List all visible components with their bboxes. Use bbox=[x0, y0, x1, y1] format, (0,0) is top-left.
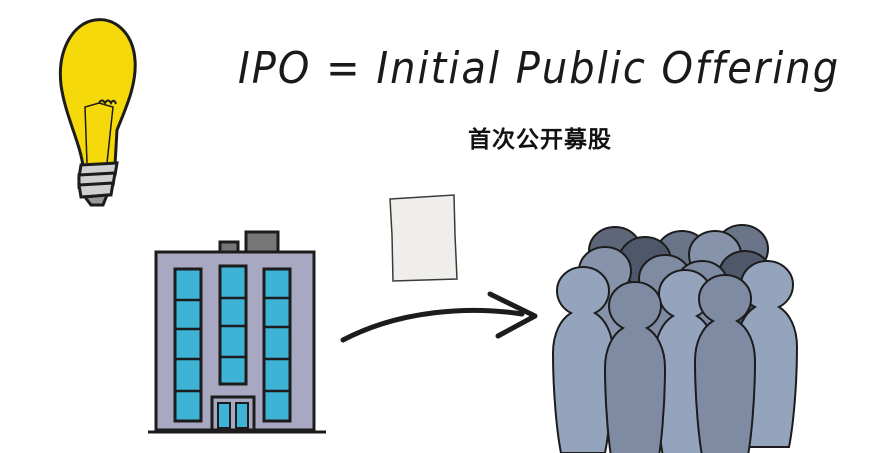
headline-subtitle: 首次公开募股 bbox=[468, 127, 612, 153]
arrow-right-icon bbox=[340, 291, 538, 343]
lightbulb-icon bbox=[58, 18, 137, 207]
headline-title: IPO = Initial Public Offering bbox=[238, 44, 841, 94]
crowd-of-people bbox=[552, 224, 798, 453]
office-building bbox=[148, 230, 326, 434]
paper-sheet bbox=[389, 194, 458, 282]
